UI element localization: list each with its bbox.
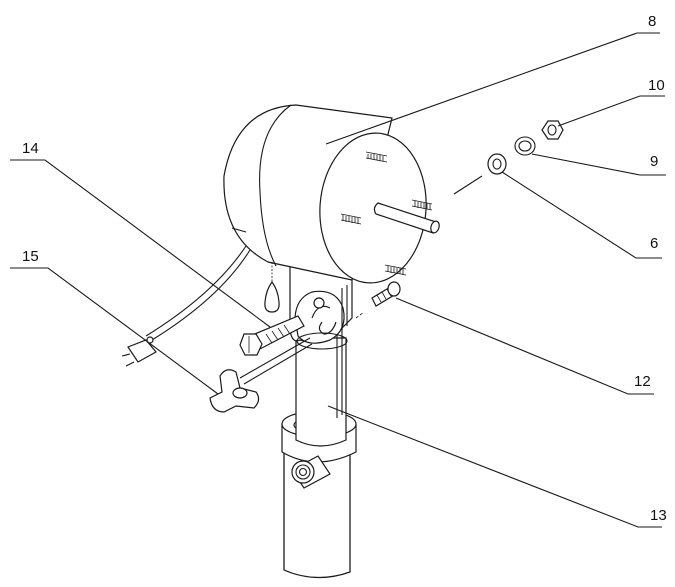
- front-face-plate: [319, 132, 440, 284]
- mounting-stud: [365, 151, 388, 163]
- power-cord: [121, 245, 251, 367]
- pull-chain: [264, 262, 280, 313]
- wing-knob: [209, 337, 313, 413]
- lock-washer: [514, 136, 536, 156]
- center-shaft: [373, 202, 440, 234]
- part-labels: 8 10 9 6 14 15 12 13: [22, 13, 667, 524]
- clamp-knob: [291, 455, 331, 489]
- label-part-13: 13: [650, 507, 667, 524]
- set-screw: [355, 281, 401, 319]
- label-part-12: 12: [634, 373, 651, 390]
- hex-nut: [541, 120, 564, 140]
- mounting-stud: [411, 199, 433, 211]
- label-part-14: 14: [22, 140, 39, 157]
- label-part-15: 15: [22, 248, 39, 265]
- leader-lines: [10, 32, 666, 528]
- mounting-stud: [384, 264, 407, 276]
- mounting-stud: [340, 213, 362, 225]
- label-part-8: 8: [648, 13, 656, 30]
- flat-washer: [453, 153, 507, 195]
- hex-bolt: [239, 315, 305, 356]
- label-part-6: 6: [650, 235, 658, 252]
- label-part-10: 10: [648, 77, 665, 94]
- yoke-bracket: [289, 261, 353, 350]
- label-part-9: 9: [650, 153, 658, 170]
